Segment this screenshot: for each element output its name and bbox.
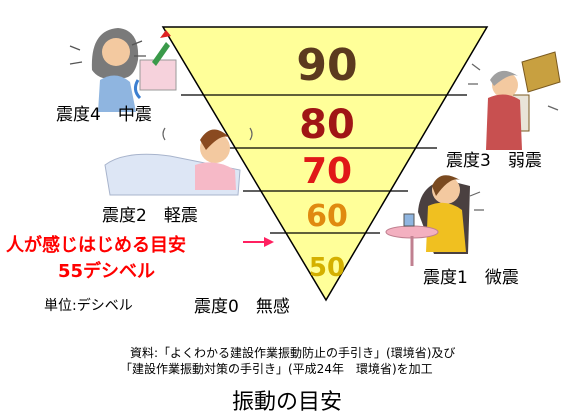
source-note-line1: 資料:「よくわかる建設作業振動防止の手引き」(環境省)及び [130,346,456,360]
diagram-caption: 振動の目安 [232,390,343,415]
level-50: 50 [309,253,345,283]
source-note-line2: 「建設作業振動対策の手引き」(平成24年 環境省)を加工 [120,362,433,376]
shindo0-label: 震度0 無感 [194,297,290,317]
threshold-line2: 55デシベル [58,261,156,282]
person-in-bed-illustration [104,127,253,196]
threshold-arrow-head [264,237,274,247]
level-60: 60 [306,199,348,234]
startled-person-illustration [69,28,146,112]
shindo2-label: 震度2 軽震 [102,206,198,226]
level-90: 90 [296,40,357,91]
shindo1-label: 震度1 微震 [423,268,519,288]
falling-vase-illustration [133,30,177,100]
shindo3-label: 震度3 弱震 [446,151,542,171]
picture-frame-person-illustration [468,51,561,150]
threshold-line1: 人が感じはじめる目安 [6,235,186,256]
person-at-table-illustration [385,175,484,266]
shindo4-label: 震度4 中震 [56,105,152,125]
level-70: 70 [302,151,352,192]
level-80: 80 [299,102,355,148]
unit-label: 単位:デシベル [44,298,133,314]
